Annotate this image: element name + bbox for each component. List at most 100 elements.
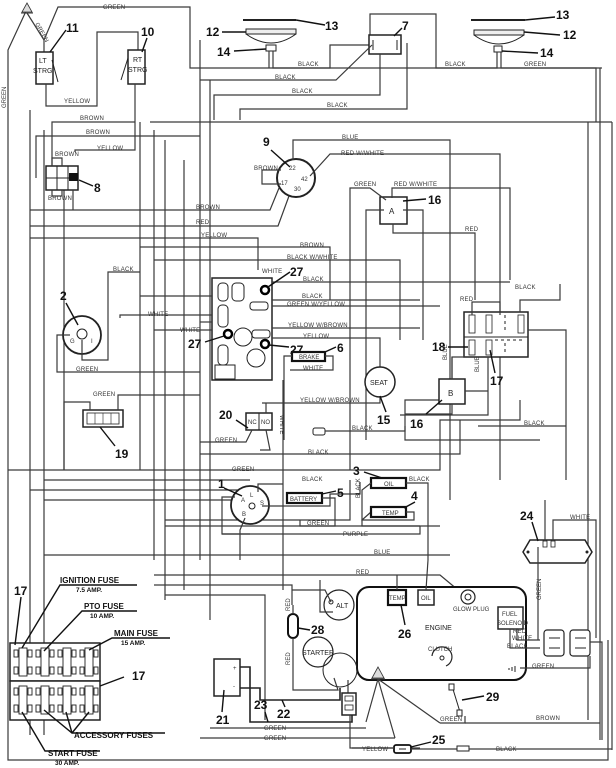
wire-label: BLACK [303, 277, 324, 283]
wire-label: BROWN [80, 116, 104, 122]
no-label: NO [261, 420, 270, 426]
callout-13: 13 [325, 19, 339, 33]
wire-label: WHITE [303, 366, 323, 372]
start-fuse-rating: 30 AMP. [55, 760, 79, 767]
callout-24: 24 [520, 509, 534, 523]
brake-label: BRAKE [299, 355, 319, 361]
diode-25 [352, 744, 612, 754]
oil-sender: OIL [417, 559, 435, 606]
engine-label: ENGINE [425, 625, 452, 632]
wire-label: GREEN [440, 717, 462, 723]
wire-label: BLACK [298, 62, 319, 68]
callout-12: 12 [563, 28, 577, 42]
wire-label: BLACK [524, 421, 545, 427]
wire-label: BLUE [374, 550, 390, 556]
connector-8 [45, 157, 79, 210]
wire-label: WHITE [278, 415, 284, 434]
callout-15: 15 [377, 413, 391, 427]
temp-light-label: TEMP [382, 511, 399, 517]
battery-label: BATTERY [290, 497, 317, 503]
wire-label: GREEN [354, 182, 376, 188]
callout-20: 20 [219, 408, 233, 422]
wire-label: GREEN [232, 467, 254, 473]
wire-label: BLACK W/WHITE [287, 255, 338, 261]
wire-label: GREEN [2, 87, 8, 108]
wire-label: BLACK [327, 103, 348, 109]
start-fuse-label: START FUSE [48, 749, 98, 758]
callout-25: 25 [432, 733, 446, 747]
pto-fuse-rating: 10 AMP. [90, 613, 114, 620]
callout-12: 12 [206, 25, 220, 39]
wire-label: RED [286, 652, 292, 665]
wire-label: WHITE [512, 636, 532, 642]
fuse-block-17 [400, 284, 567, 480]
callout-16: 16 [410, 417, 424, 431]
temp-sender-26: TEMP [386, 575, 408, 607]
wire-label: WHITE [148, 312, 168, 318]
wire-label: BROWN [55, 152, 79, 158]
oil-light-3: OIL [361, 476, 429, 560]
relay-b-label: B [448, 389, 453, 398]
wire-label: GREEN [76, 367, 98, 373]
starter-label: STARTER [302, 650, 334, 657]
seat-label: SEAT [370, 380, 388, 387]
wire-label: BLACK [292, 89, 313, 95]
wire-label: BLUE [342, 135, 358, 141]
wire-label: BLACK [356, 478, 362, 498]
wire-label: YELLOW [362, 747, 388, 753]
svg-text:42: 42 [301, 177, 308, 183]
wire-label: RED [286, 598, 292, 611]
wire-label: GREEN [307, 521, 329, 527]
temp-sender-label: TEMP [389, 596, 406, 602]
wire-label: YELLOW [64, 99, 90, 105]
relay-16-b: B [405, 357, 488, 415]
ignition-fuse-label: IGNITION FUSE [60, 576, 120, 585]
callout-7: 7 [402, 19, 409, 33]
engine: ENGINE [356, 586, 527, 681]
hour-meter-19 [63, 394, 200, 470]
wire-label: GREEN [264, 736, 286, 742]
callout-3: 3 [353, 464, 360, 478]
svg-text:+: + [233, 666, 237, 672]
wire-label: BLACK [113, 267, 134, 273]
wire-label: RED [196, 220, 210, 226]
wire-label: GREEN [532, 664, 554, 670]
wire-label: BROWN [86, 130, 110, 136]
callout-29: 29 [486, 690, 500, 704]
callout-10: 10 [141, 25, 155, 39]
wire-label: WHITE [570, 515, 590, 521]
callout-26: 26 [398, 627, 412, 641]
callout-19: 19 [115, 447, 129, 461]
wire-label: BROWN [196, 205, 220, 211]
relay-a-label: A [389, 207, 395, 216]
callout-14: 14 [217, 45, 231, 59]
svg-text:B: B [242, 512, 246, 518]
fusible-link-28 [287, 605, 305, 691]
clutch: CLUTCH [428, 646, 453, 667]
callout-16: 16 [428, 193, 442, 207]
callout-27: 27 [188, 337, 202, 351]
wire-label: YELLOW W/BROWN [300, 398, 360, 404]
wire-label: GREEN [103, 5, 125, 11]
callout-14: 14 [540, 46, 554, 60]
wire-label: GREEN [93, 392, 115, 398]
engine-ground [508, 666, 516, 672]
ignition-fuse-rating: 7.5 AMP. [76, 587, 102, 594]
wire-label: BLACK [496, 747, 517, 753]
callout-4: 4 [411, 489, 418, 503]
wire-label: PURPLE [343, 532, 368, 538]
strg-label: STRG [128, 67, 147, 74]
svg-text:L: L [250, 493, 254, 499]
wire-label: RED [513, 629, 527, 635]
wire-label: RED [356, 570, 370, 576]
outer-wiring [7, 6, 613, 761]
svg-text:17: 17 [281, 181, 288, 187]
main-fuse-label: MAIN FUSE [114, 629, 159, 638]
wire-label: BLACK [507, 644, 528, 650]
wire-label: YELLOW [303, 334, 329, 340]
fuel-label: FUEL [502, 612, 518, 618]
oil-sender-label: OIL [421, 596, 431, 602]
accessory-fuses-label: ACCESSORY FUSES [74, 731, 154, 740]
wire-label: RED [465, 227, 479, 233]
